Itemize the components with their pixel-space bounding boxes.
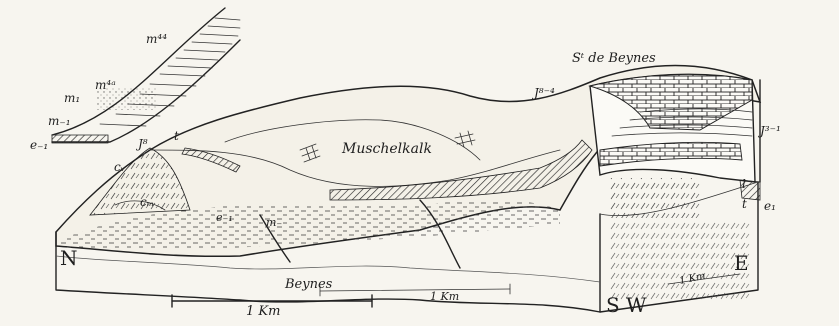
label-muschelkalk: Muschelkalk	[341, 141, 432, 157]
label-e-right: e₁	[764, 199, 776, 213]
right-cliff	[590, 74, 760, 218]
label-e-inset: e₋₁	[30, 138, 48, 152]
label-scale-1km-b: 1 Km	[430, 290, 459, 303]
label-t-right: t	[742, 197, 747, 211]
label-m4a: m⁴ᵃ	[95, 78, 116, 92]
label-cv: cᵥ	[114, 160, 125, 174]
label-east: E	[734, 251, 749, 275]
label-j3: J³⁻¹	[757, 124, 781, 138]
label-e-left: e₋₁	[216, 211, 233, 224]
label-scale-1km: 1 Km	[246, 304, 280, 319]
label-beynes: Beynes	[284, 277, 333, 292]
label-saint-de-beynes: Sᵗ de Beynes	[572, 51, 656, 66]
label-m1-lower: m₋₁	[48, 114, 71, 128]
label-m44: m⁴⁴	[146, 32, 167, 46]
label-south-west: S W	[606, 293, 647, 317]
label-cm: cₘ	[140, 195, 154, 209]
label-j8-4: J⁸⁻⁴	[531, 86, 555, 100]
label-m-left: m₋	[266, 216, 282, 229]
label-j8: J⁸	[135, 137, 148, 151]
label-north: N	[60, 246, 78, 270]
label-m1: m₁	[64, 91, 80, 105]
label-l: l	[742, 177, 746, 191]
label-t-left: t	[174, 129, 179, 143]
